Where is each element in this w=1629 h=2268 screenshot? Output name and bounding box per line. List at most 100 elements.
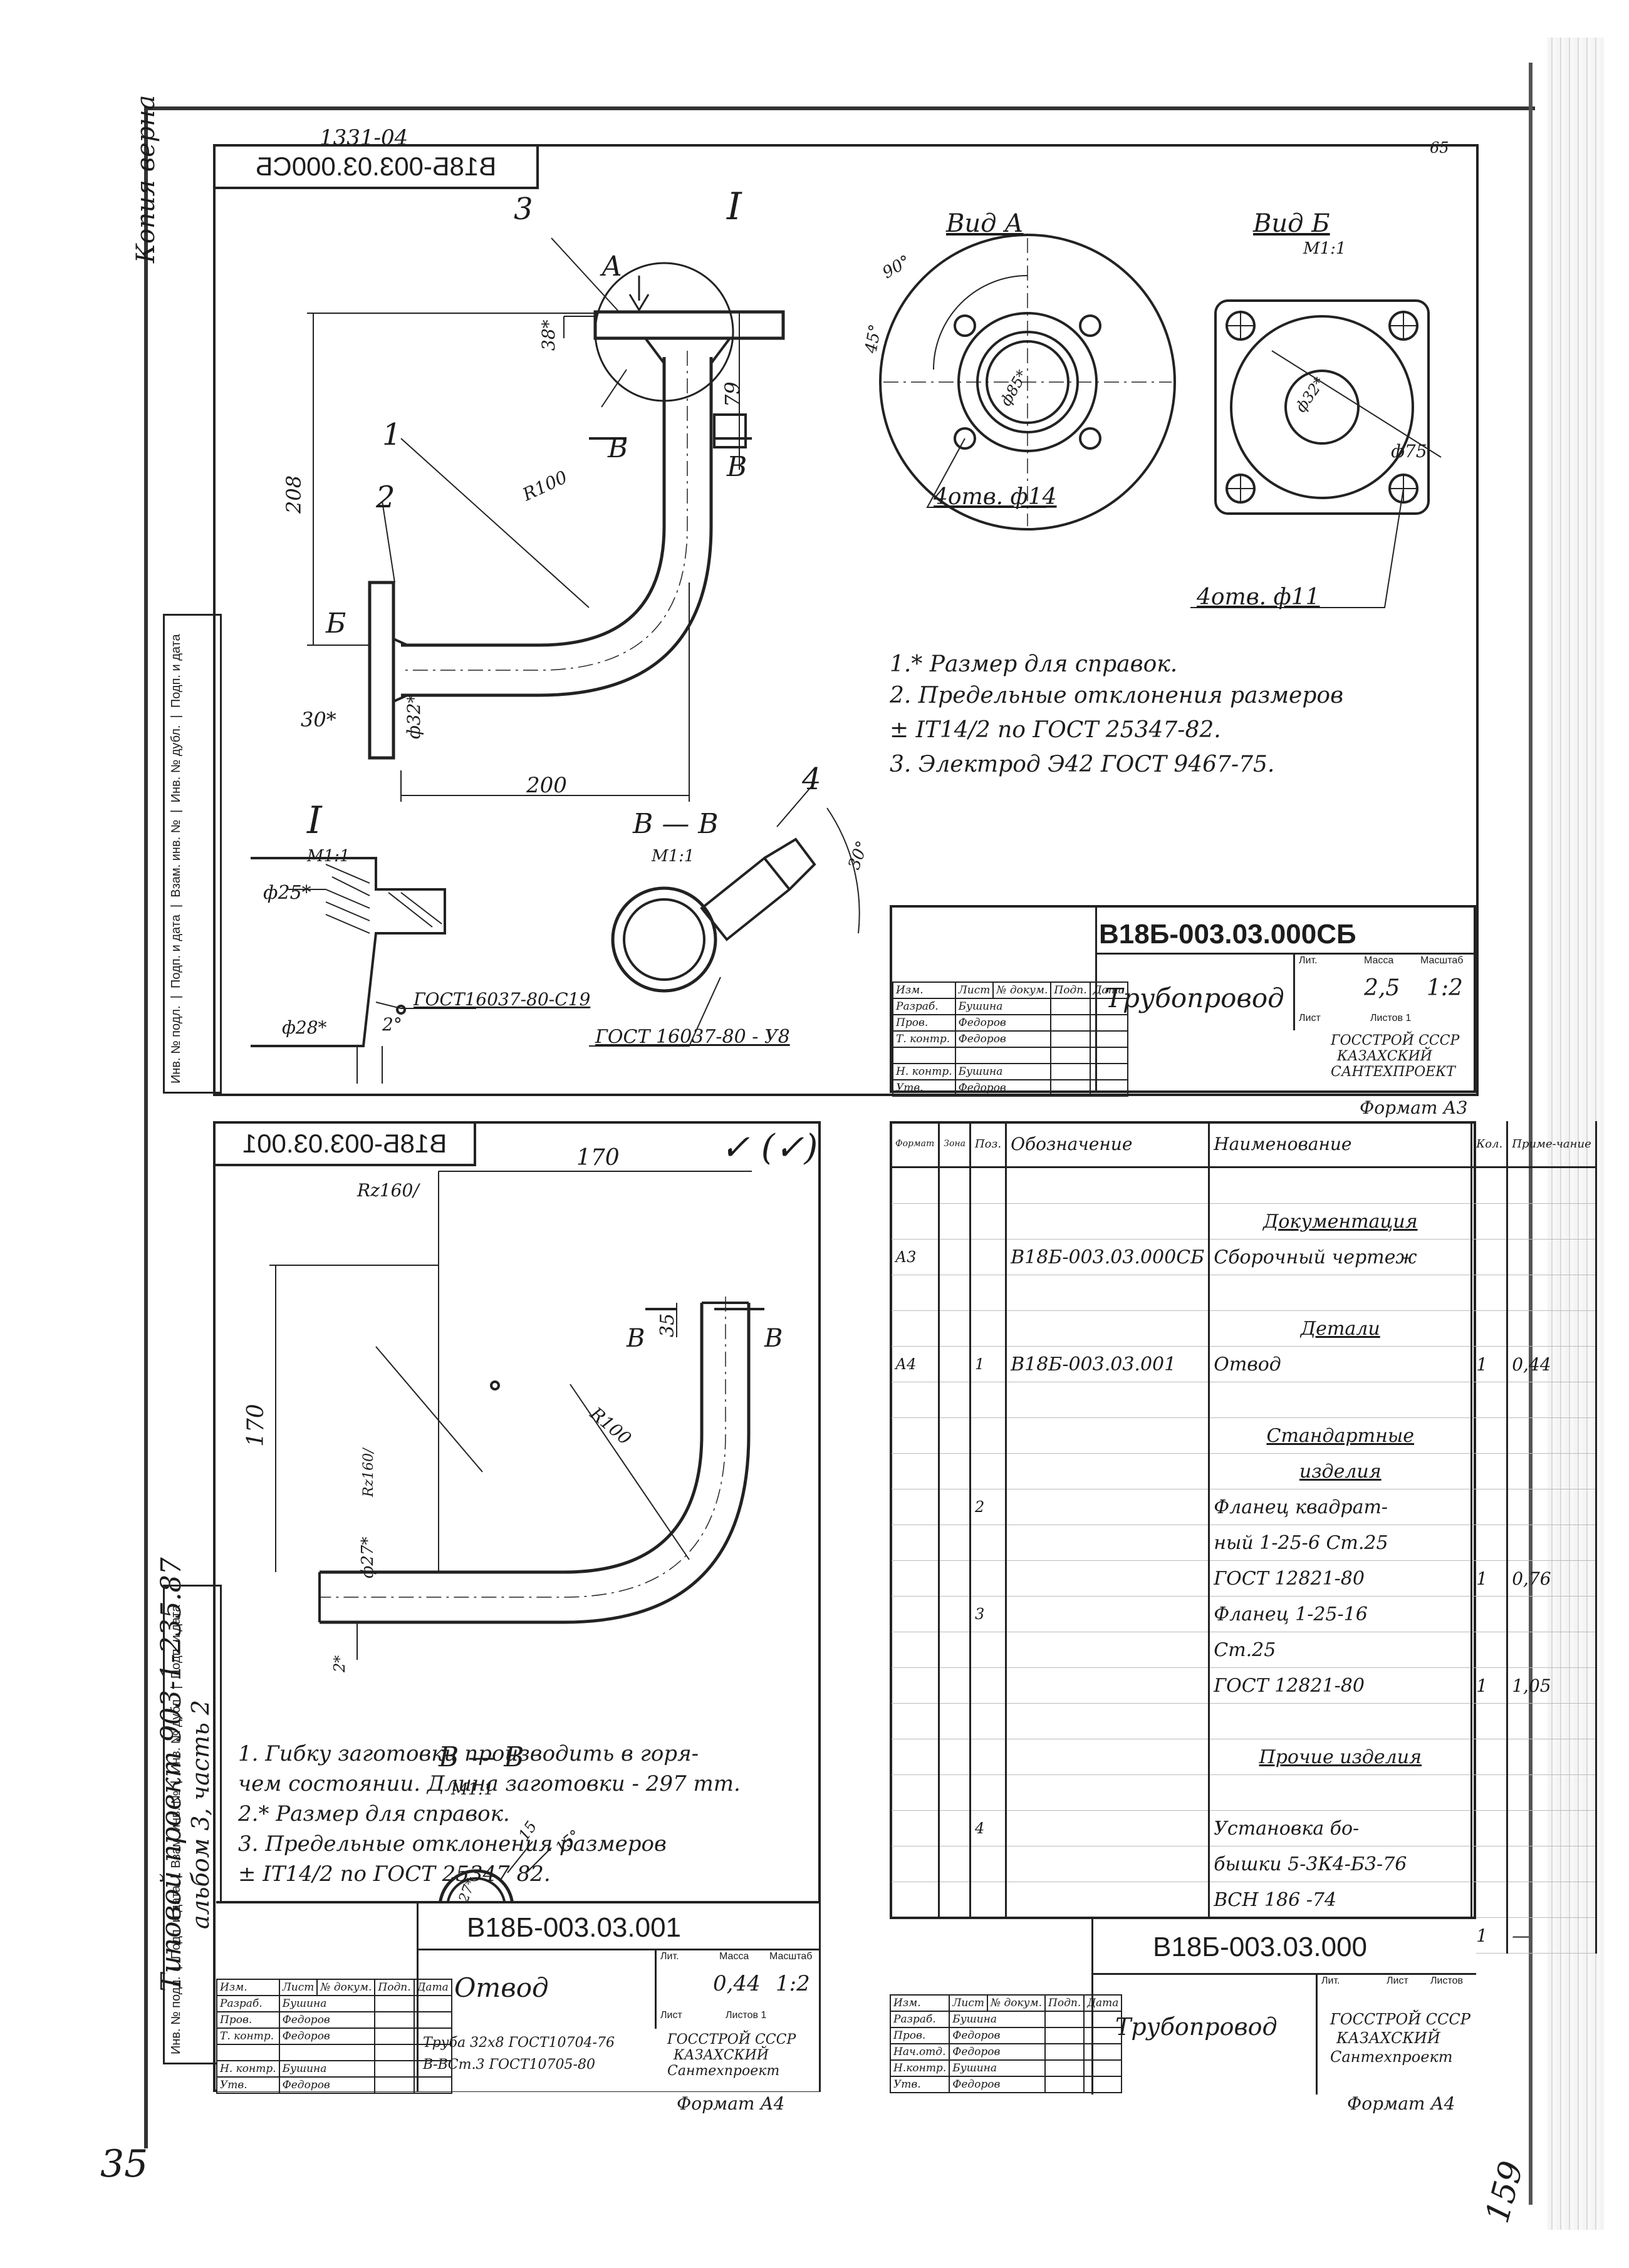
sheet2-note-5: ± IT14/2 по ГОСТ 25347 82. <box>238 1862 551 1887</box>
sheet2-org-3: Сантехпроект <box>667 2063 780 2079</box>
spec-cell <box>889 1739 940 1775</box>
spec-cell <box>889 1310 940 1347</box>
sheet2-drawing: Rz160/ 170 170 35 В В R100 Rz160/ ф27* 2… <box>243 1145 783 1945</box>
spec-cell <box>969 1632 1007 1668</box>
sheet2-mass: 0,44 <box>713 1971 761 1996</box>
spec-row: ВСН 186 -74 <box>889 1882 1597 1918</box>
spec-cell <box>1470 1739 1509 1775</box>
spec-cell: В18Б-003.03.000СБ <box>1005 1239 1210 1275</box>
spec-cell: Прочие изделия <box>1208 1739 1473 1775</box>
sheet1-org-1: ГОССТРОЙ СССР <box>1331 1033 1460 1049</box>
spec-cell: 0,44 <box>1506 1346 1597 1382</box>
sheet2-note-1: 1. Гибку заготовки производить в горя- <box>238 1741 699 1766</box>
spec-cell <box>1470 1239 1509 1275</box>
spec-cell <box>1005 1846 1210 1882</box>
side-stamp-upper-labels: Инв. № подл. | Подп. и дата | Взам. инв.… <box>169 634 183 1084</box>
spec-row: Ст.25 <box>889 1632 1597 1668</box>
spec-cell <box>1005 1489 1210 1525</box>
spec-cell <box>938 1310 971 1347</box>
spec-cell <box>889 1453 940 1489</box>
spec-cell <box>1506 1882 1597 1918</box>
callout-3: 3 <box>514 192 533 227</box>
dim-30: 30* <box>301 708 336 732</box>
spec-cell <box>1506 1417 1597 1454</box>
a-arrow-label: А <box>600 251 622 282</box>
callout-1: 1 <box>382 417 402 452</box>
dim-holes-b: 4отв. ф11 <box>1196 584 1320 610</box>
spec-cell <box>1470 1382 1509 1418</box>
spec-cell <box>1005 1774 1210 1811</box>
s2-dim-170v: 170 <box>243 1404 269 1447</box>
spec-cell <box>938 1239 971 1275</box>
spec-cell <box>1470 1417 1509 1454</box>
s2-dim-35: 35 <box>657 1313 679 1337</box>
spec-cell: Ст.25 <box>1208 1632 1473 1668</box>
spec-cell <box>889 1632 940 1668</box>
spec-cell <box>938 1596 971 1632</box>
spec-cell: В18Б-003.03.001 <box>1005 1346 1210 1382</box>
s2-section-b-right: В <box>764 1324 783 1353</box>
spec-cell: ГОСТ 12821-80 <box>1208 1560 1473 1597</box>
section-b-left: В <box>607 432 628 464</box>
spec-cell <box>938 1560 971 1597</box>
spec-cell <box>938 1667 971 1704</box>
spec-cell <box>938 1275 971 1311</box>
section-bb-title: В — В <box>632 808 719 840</box>
spec-cell: 3 <box>969 1596 1007 1632</box>
spec-cell: ГОСТ 12821-80 <box>1208 1667 1473 1704</box>
sheet2-note-4: 3. Предельные отклонения размеров <box>238 1831 667 1856</box>
spec-cell <box>938 1810 971 1846</box>
spec-cell <box>1005 1560 1210 1597</box>
spec-cell: бышки 5-3К4-Б3-76 <box>1208 1846 1473 1882</box>
view-b-arrow: Б <box>325 608 346 639</box>
sheet3-title-block: В18Б-003.03.000 Трубопровод Лит. Лист Ли… <box>889 1917 1476 2095</box>
sheet3-org-2: КАЗАХСКИЙ <box>1336 2029 1440 2047</box>
spec-cell <box>969 1846 1007 1882</box>
spec-cell <box>969 1310 1007 1347</box>
s2-dim-2: 2* <box>331 1655 348 1673</box>
spec-cell <box>1005 1667 1210 1704</box>
spec-row: изделия <box>889 1453 1597 1489</box>
spec-cell <box>969 1739 1007 1775</box>
spec-header-row: Формат Зона Поз. Обозначение Наименовани… <box>889 1121 1597 1168</box>
spec-cell: 4 <box>969 1810 1007 1846</box>
s2-section-title: В — В <box>438 1741 524 1773</box>
spec-row: Прочие изделия <box>889 1739 1597 1775</box>
spec-cell: Установка бо- <box>1208 1810 1473 1846</box>
spec-cell <box>1005 1596 1210 1632</box>
sheet2-org-1: ГОССТРОЙ СССР <box>667 2032 796 2048</box>
spec-cell <box>1506 1489 1597 1525</box>
spec-cell: ВСН 186 -74 <box>1208 1882 1473 1918</box>
spec-cell: 0,76 <box>1506 1560 1597 1597</box>
spec-cell <box>1506 1596 1597 1632</box>
spec-cell: Сборочный чертеж <box>1208 1239 1473 1275</box>
s2-section-scale: M1:1 <box>450 1780 494 1799</box>
spec-row <box>889 1275 1597 1311</box>
spec-cell <box>1470 1453 1509 1489</box>
spec-cell <box>969 1203 1007 1240</box>
spec-cell <box>1005 1203 1210 1240</box>
dim-45deg: 45° <box>861 323 885 356</box>
spec-cell <box>938 1882 971 1918</box>
footer-left-number: 35 <box>100 2142 148 2186</box>
spec-row: 4 Установка бо- <box>889 1810 1597 1846</box>
sheet1-mass: 2,5 <box>1364 975 1400 1001</box>
spec-cell <box>1208 1275 1473 1311</box>
s2-rz160a: Rz160/ <box>357 1180 420 1201</box>
dim-phi25: ф25* <box>263 882 311 904</box>
side-stamp-upper <box>163 614 222 1094</box>
spec-cell <box>1005 1417 1210 1454</box>
spec-cell <box>938 1739 971 1775</box>
spec-cell <box>969 1774 1007 1811</box>
spec-cell <box>1470 1882 1509 1918</box>
dim-90deg: 90° <box>880 252 914 282</box>
spec-cell <box>938 1703 971 1739</box>
sheet2-title-code: В18Б-003.03.001 <box>467 1912 682 1943</box>
